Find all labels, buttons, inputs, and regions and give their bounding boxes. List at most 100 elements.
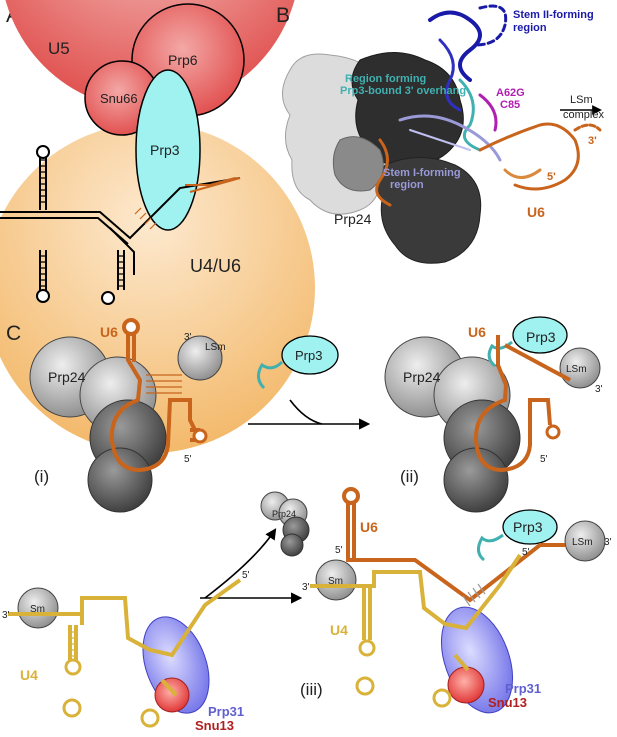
arrow-prp3-label: Prp3: [295, 348, 322, 363]
prp3-label: Prp3: [150, 142, 180, 158]
stem-i-label: Stem I-forming: [383, 167, 461, 179]
u4-sm-label: Sm: [30, 604, 45, 615]
panel-b-letter: B: [276, 4, 290, 27]
region-forming-label-line2: Prp3-bound 3' overhang: [340, 85, 466, 97]
step-i-lsm-label: LSm: [205, 342, 226, 353]
u4u6-rna-schematic: [0, 150, 241, 290]
u6-rna-cartoon: [375, 4, 602, 207]
step-i-u6-label: U6: [100, 324, 118, 340]
lsm-complex-label: complex: [563, 109, 604, 121]
snu13-protein: [447, 666, 485, 704]
stem-ii-label-line2: region: [513, 22, 547, 34]
prp3-protein: [135, 69, 201, 231]
step-iii-u6-five-prime: 5': [335, 545, 343, 556]
b-three-prime-label: 3': [588, 135, 597, 147]
u6-stem-loop: [122, 318, 140, 336]
lsm-label: LSm: [570, 94, 593, 106]
u4-five-prime: 5': [242, 570, 250, 581]
step-iii-u4-three-prime: 3': [302, 582, 310, 593]
step-iii-u6-three-prime: 3': [604, 537, 612, 548]
u4-stem-loop: [64, 658, 82, 676]
c85-label: C85: [500, 99, 520, 111]
step-iii-prp3-label: Prp3: [513, 519, 543, 535]
panel-c: C U6 Prp24 LSm 3' 5' (i): [2, 316, 612, 733]
step-ii-lsm-label: LSm: [566, 364, 587, 375]
prp3-protein: [502, 509, 558, 545]
region-forming-label: Region forming: [345, 73, 426, 85]
stem-loop: [101, 291, 115, 305]
u6-rna-trace: [473, 335, 571, 473]
u4-snrnp-free: Sm 3' 5' U4 Prp31 Snu13: [2, 570, 250, 733]
prp24-surface-mid: [332, 136, 384, 192]
u4-three-prime: 3': [2, 610, 10, 621]
snu13-protein: [154, 677, 190, 713]
step-iii-roman: (iii): [300, 680, 323, 699]
panel-b: B Stem II-forming region Region forming …: [276, 4, 604, 264]
free-prp3-protein: [281, 335, 339, 375]
step-ii: U6 Prp3 Prp24 LSm 3' 5' (ii): [384, 316, 603, 513]
prp24-domain: [280, 533, 304, 557]
u4-rna-trace: [8, 578, 242, 697]
stem-loop: [36, 289, 50, 303]
released-prp24-label: Prp24: [272, 509, 296, 519]
sm-ring: [315, 559, 357, 601]
prp3-tail: [477, 533, 504, 562]
u6-rna-trace-iii: [346, 500, 565, 603]
released-prp24: Prp24: [200, 491, 310, 604]
step-i-five-prime: 5': [184, 454, 192, 465]
stem-ii-label: Stem II-forming: [513, 9, 594, 21]
stem-loop: [36, 145, 50, 159]
step-i-prp24-label: Prp24: [48, 369, 86, 385]
prp24-domain: [443, 447, 509, 513]
step-iii-u4-label: U4: [330, 622, 348, 638]
u4-rna-trace-iii: [310, 553, 522, 672]
panel-a: A U5 P: [0, 0, 315, 453]
step-iii-u4-five-prime: 5': [522, 547, 530, 558]
b-five-prime-label: 5': [547, 171, 556, 183]
u4-snu13-label: Snu13: [195, 718, 234, 733]
stem-i-label-line2: region: [390, 179, 424, 191]
a62g-label: A62G: [496, 87, 525, 99]
step-iii-sm-label: Sm: [328, 576, 343, 587]
sm-ring: [17, 587, 59, 629]
step-ii-three-prime: 3': [595, 384, 603, 395]
step-i-roman: (i): [34, 467, 49, 486]
u4-label: U4: [20, 667, 38, 683]
step-iii-prp31-label: Prp31: [505, 681, 541, 696]
u6-stem-loop: [192, 428, 208, 444]
step-iii: U6 5' Prp3 LSm 3' 5' Sm 3' U4 Prp31 Snu1…: [300, 487, 612, 714]
u4-stem-loop: [140, 708, 160, 728]
prp6-label: Prp6: [168, 52, 198, 68]
b-prp24-label: Prp24: [334, 211, 372, 227]
step-iii-snu13-label: Snu13: [488, 695, 527, 710]
lsm-ring: [177, 335, 223, 381]
prp3-tail: [257, 360, 284, 390]
step-ii-prp3-label: Prp3: [526, 329, 556, 345]
b-u6-label: U6: [527, 204, 545, 220]
snu66-label: Snu66: [100, 91, 138, 106]
u4u6-label: U4/U6: [190, 256, 241, 276]
u6-stem-loop: [342, 487, 360, 505]
u4-stem-loop: [432, 688, 452, 708]
lsm-ring: [564, 520, 606, 562]
prp3-protein: [512, 316, 568, 354]
prp24-domain: [87, 447, 153, 513]
release-arrow: [204, 528, 277, 599]
step-iii-lsm-label: LSm: [572, 537, 593, 548]
step-i-three-prime: 3': [184, 332, 192, 343]
step-i: U6 Prp24 LSm 3' 5' (i): [29, 318, 226, 513]
step-iii-u6-label: U6: [360, 519, 378, 535]
reaction-arrow-join: [289, 399, 323, 425]
step-ii-prp24-label: Prp24: [403, 369, 441, 385]
step-ii-five-prime: 5': [540, 454, 548, 465]
u4-stem-loop: [358, 639, 376, 657]
step-ii-u6-label: U6: [468, 324, 486, 340]
step-ii-roman: (ii): [400, 467, 419, 486]
u4-stem-loop: [355, 676, 375, 696]
u6-stem-loop: [545, 424, 561, 440]
u5-label: U5: [48, 39, 70, 58]
prp3-binding-arrow: Prp3: [248, 335, 371, 430]
u4-prp31-label: Prp31: [208, 704, 244, 719]
u4-stem-loop: [62, 698, 82, 718]
